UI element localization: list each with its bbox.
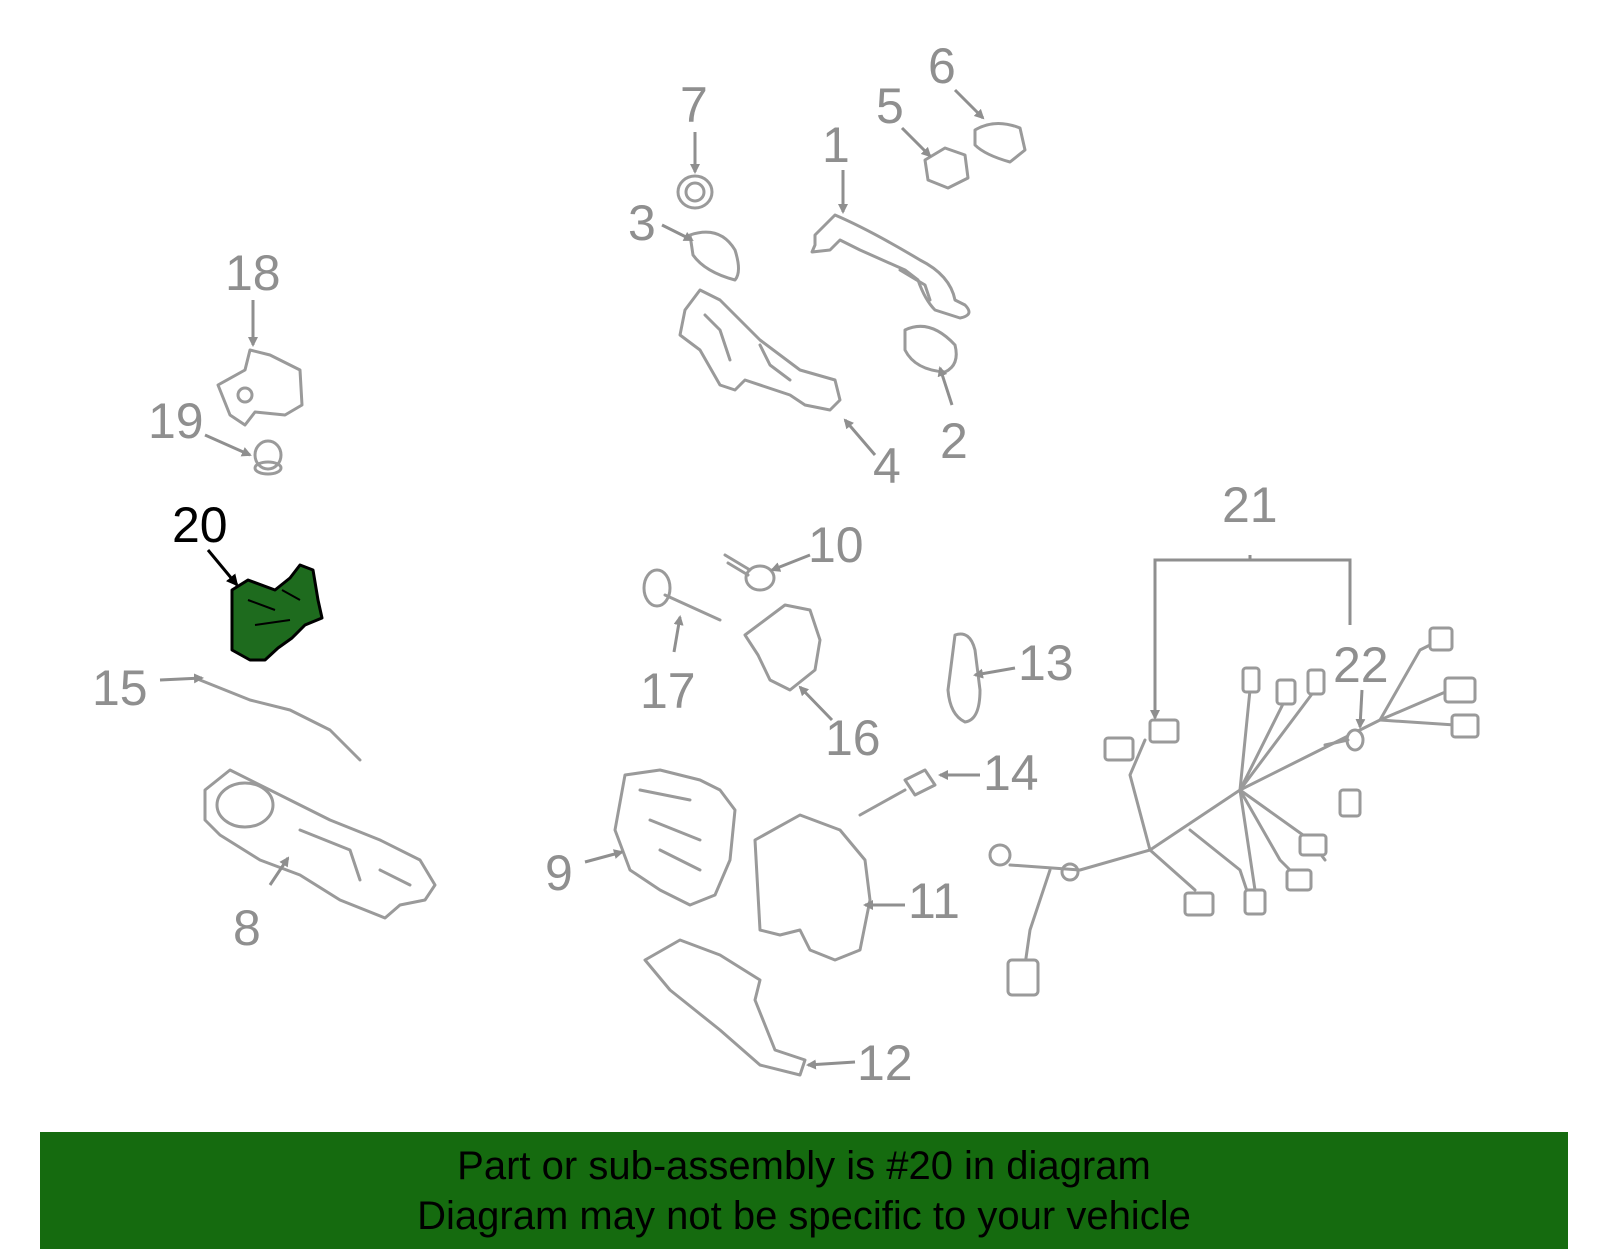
part-10-bolt[interactable] [723, 553, 776, 592]
part-14-rod[interactable] [858, 768, 937, 817]
callout-4: 4 [873, 438, 901, 494]
part-13-seal[interactable] [946, 632, 982, 724]
part-19-bushing[interactable] [253, 439, 283, 476]
callout-19: 19 [148, 393, 204, 449]
leader-lines [159, 88, 1366, 1070]
part-8-inner-panel[interactable] [203, 768, 437, 920]
callout-5: 5 [876, 78, 904, 134]
callout-10: 10 [808, 517, 864, 573]
part-18-striker[interactable] [216, 348, 304, 427]
callout-22: 22 [1333, 637, 1389, 693]
part-20-highlighted[interactable] [230, 563, 324, 662]
info-banner: Part or sub-assembly is #20 in diagram D… [40, 1132, 1568, 1249]
callout-16: 16 [825, 710, 881, 766]
part-15-cable[interactable] [198, 678, 362, 762]
callout-2: 2 [940, 413, 968, 469]
callout-1: 1 [822, 117, 850, 173]
part-11-latch-cover[interactable] [753, 813, 872, 962]
callout-3: 3 [628, 195, 656, 251]
part-16-grommet[interactable] [743, 603, 822, 692]
callout-20: 20 [172, 497, 228, 553]
callout-14: 14 [983, 745, 1039, 801]
part-17-screw[interactable] [642, 568, 722, 622]
callout-9: 9 [545, 845, 573, 901]
callout-13: 13 [1018, 635, 1074, 691]
callout-15: 15 [92, 660, 148, 716]
part-12-bracket[interactable] [643, 938, 807, 1077]
part-1-door-handle[interactable] [810, 213, 971, 320]
callout-11: 11 [908, 873, 960, 929]
banner-line-1: Part or sub-assembly is #20 in diagram [457, 1143, 1151, 1188]
callout-8: 8 [233, 900, 261, 956]
part-21-wiring-harness[interactable] [988, 626, 1480, 997]
part-6-cover[interactable] [973, 122, 1027, 164]
part-2-handle-bezel[interactable] [903, 324, 958, 374]
part-7-plug[interactable] [676, 174, 714, 210]
callout-18: 18 [225, 245, 281, 301]
callout-6: 6 [928, 38, 956, 94]
callout-21: 21 [1222, 477, 1278, 533]
part-5-cap[interactable] [923, 146, 970, 190]
callout-17: 17 [640, 663, 696, 719]
part-9-latch[interactable] [613, 768, 737, 907]
parts-diagram: 1 2 3 4 5 6 7 8 9 10 11 12 13 14 15 16 1… [92, 38, 1480, 1091]
part-22-grommet[interactable] [1323, 728, 1365, 752]
callout-7: 7 [680, 77, 708, 133]
callout-12: 12 [857, 1035, 913, 1091]
part-3-gasket[interactable] [688, 230, 740, 282]
banner-line-2: Diagram may not be specific to your vehi… [417, 1193, 1191, 1238]
part-4-handle-carrier[interactable] [678, 288, 842, 412]
